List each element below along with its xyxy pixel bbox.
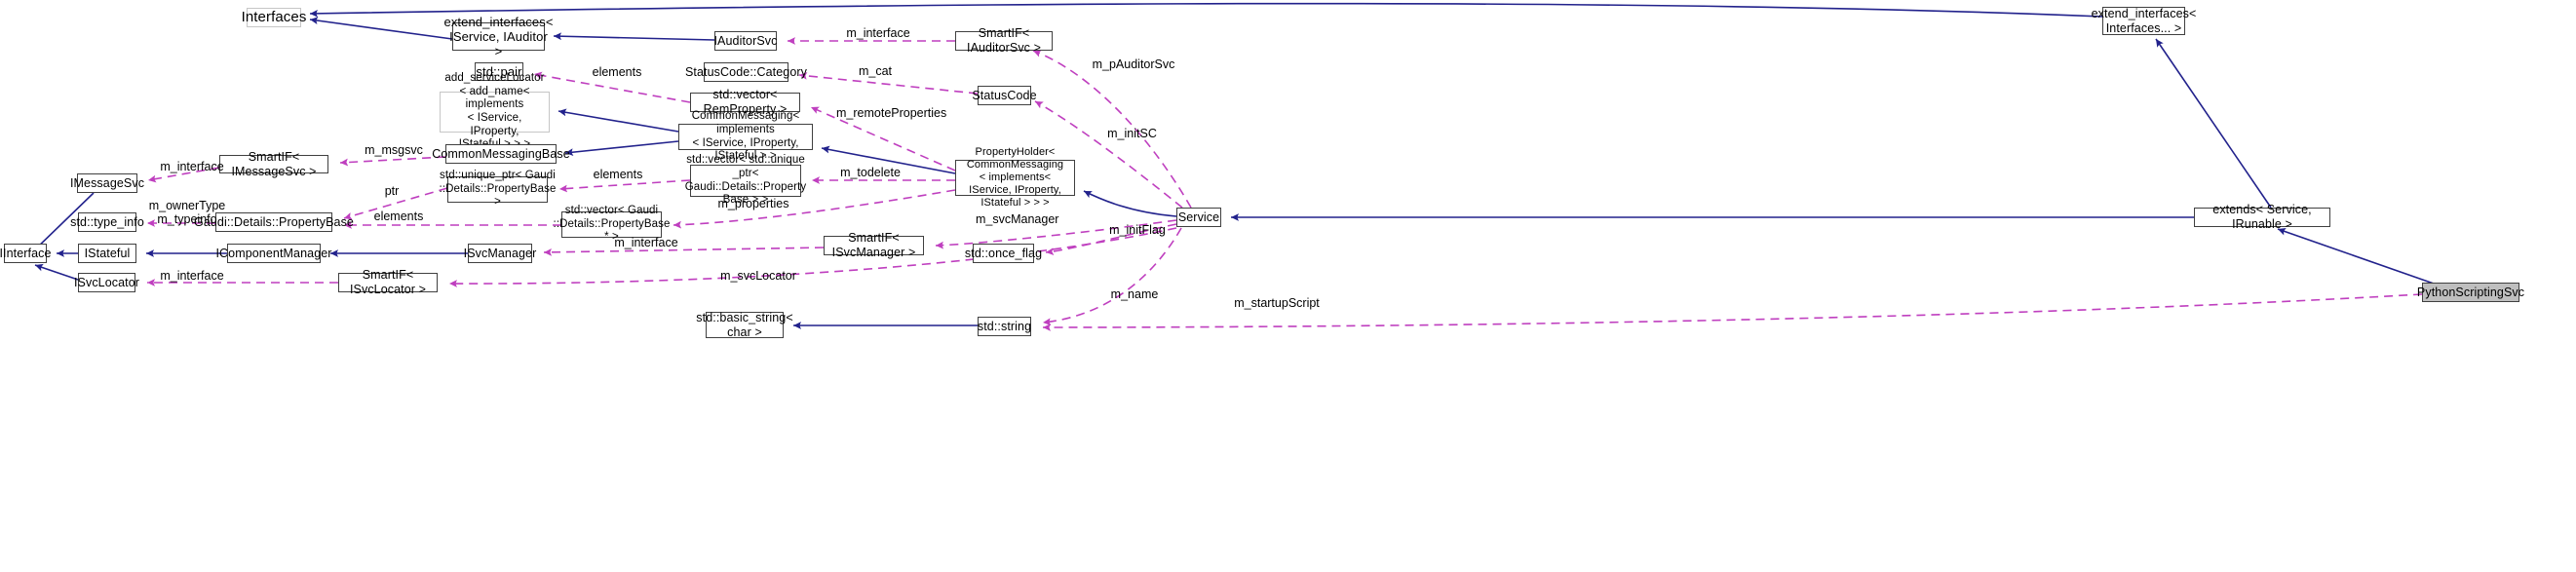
edge-label-m-initflag: m_initFlag — [1109, 223, 1166, 237]
edge-label-elements-propertybase: elements — [373, 210, 424, 223]
edge-label-m-properties: m_properties — [717, 197, 789, 210]
node-statuscode-category[interactable]: StatusCode::Category — [685, 62, 807, 82]
edge-label-m-svclocator: m_svcLocator — [720, 269, 796, 283]
node-statuscode[interactable]: StatusCode — [972, 86, 1037, 105]
edge-label-m-svcmanager: m_svcManager — [976, 212, 1059, 226]
edge-label-m-interface-svcmanager: m_interface — [614, 236, 678, 249]
edge-label-m-msgsvc: m_msgsvc — [365, 143, 423, 157]
node-iinterface[interactable]: IInterface — [0, 244, 51, 263]
node-smartif-isvclocator[interactable]: SmartIF< ISvcLocator > — [338, 268, 438, 296]
node-service[interactable]: Service — [1176, 208, 1221, 227]
node-vector-unique-ptr-propertybase[interactable]: std::vector< std::unique _ptr< Gaudi::De… — [684, 154, 807, 207]
node-smartif-imessagesvc[interactable]: SmartIF< IMessageSvc > — [219, 150, 328, 178]
edge-label-m-interface-msgsvc: m_interface — [160, 160, 224, 173]
edge-label-m-pauditorsvc: m_pAuditorSvc — [1092, 57, 1175, 71]
edge-label-m-initsc: m_initSC — [1107, 127, 1157, 140]
node-icomponentmanager[interactable]: IComponentManager — [215, 244, 331, 263]
node-vector-propertybase-ptr[interactable]: std::vector< Gaudi ::Details::PropertyBa… — [553, 205, 671, 244]
node-commonmessaging[interactable]: CommonMessaging< implements < IService, … — [678, 110, 813, 162]
edge-label-ptr: ptr — [384, 184, 400, 198]
edge-label-m-interface-auditor: m_interface — [846, 26, 910, 40]
edge-label-m-cat: m_cat — [858, 64, 893, 78]
node-smartif-isvcmanager[interactable]: SmartIF< ISvcManager > — [824, 231, 924, 259]
node-extend-interfaces-variadic[interactable]: extend_interfaces< Interfaces... > — [2091, 6, 2197, 35]
node-std-basic-string-char[interactable]: std::basic_string< char > — [696, 310, 793, 339]
node-vector-remproperty[interactable]: std::vector< RemProperty > — [690, 88, 800, 116]
node-propertyholder[interactable]: PropertyHolder< CommonMessaging < implem… — [955, 146, 1075, 209]
node-interfaces[interactable]: Interfaces — [241, 8, 307, 27]
node-std-pair[interactable]: std::pair — [475, 62, 523, 81]
node-smartif-iauditorsvc[interactable]: SmartIF< IAuditorSvc > — [955, 26, 1053, 55]
edge-label-m-ownertype-m-typeinfo: m_ownerType m_typeinfo — [148, 199, 226, 226]
edge-label-m-todelete: m_todelete — [840, 166, 901, 179]
node-imessagesvc[interactable]: IMessageSvc — [70, 173, 144, 193]
node-extend-interfaces-iservice-iauditor[interactable]: extend_interfaces< IService, IAuditor > — [443, 14, 554, 59]
node-isvcmanager[interactable]: ISvcManager — [464, 244, 536, 263]
node-isvclocator[interactable]: ISvcLocator — [74, 273, 139, 292]
edge-label-m-startupscript: m_startupScript — [1234, 296, 1320, 310]
node-extends-service-irunable[interactable]: extends< Service, IRunable > — [2194, 203, 2330, 231]
node-gaudi-details-propertybase[interactable]: Gaudi::Details::PropertyBase — [194, 212, 354, 232]
edge-label-m-interface-svclocator: m_interface — [160, 269, 224, 283]
node-std-type-info[interactable]: std::type_info — [70, 212, 144, 232]
node-std-once-flag[interactable]: std::once_flag — [965, 244, 1042, 263]
node-iauditorsvc[interactable]: IAuditorSvc — [713, 31, 777, 51]
node-add-servicelocator[interactable]: add_serviceLocator < add_name< implement… — [440, 72, 550, 150]
edge-label-m-name: m_name — [1110, 287, 1159, 301]
edge-label-m-remoteproperties: m_remoteProperties — [836, 106, 947, 120]
node-pythonscriptingsvc[interactable]: PythonScriptingSvc — [2417, 283, 2524, 302]
node-istateful[interactable]: IStateful — [78, 244, 136, 263]
edge-label-elements-unique: elements — [593, 168, 643, 181]
node-commonmessagingbase[interactable]: CommonMessagingBase — [432, 144, 570, 164]
edge-label-elements-pair: elements — [592, 65, 642, 79]
node-std-string[interactable]: std::string — [978, 317, 1031, 336]
node-unique-ptr-propertybase[interactable]: std::unique_ptr< Gaudi ::Details::Proper… — [439, 170, 557, 209]
